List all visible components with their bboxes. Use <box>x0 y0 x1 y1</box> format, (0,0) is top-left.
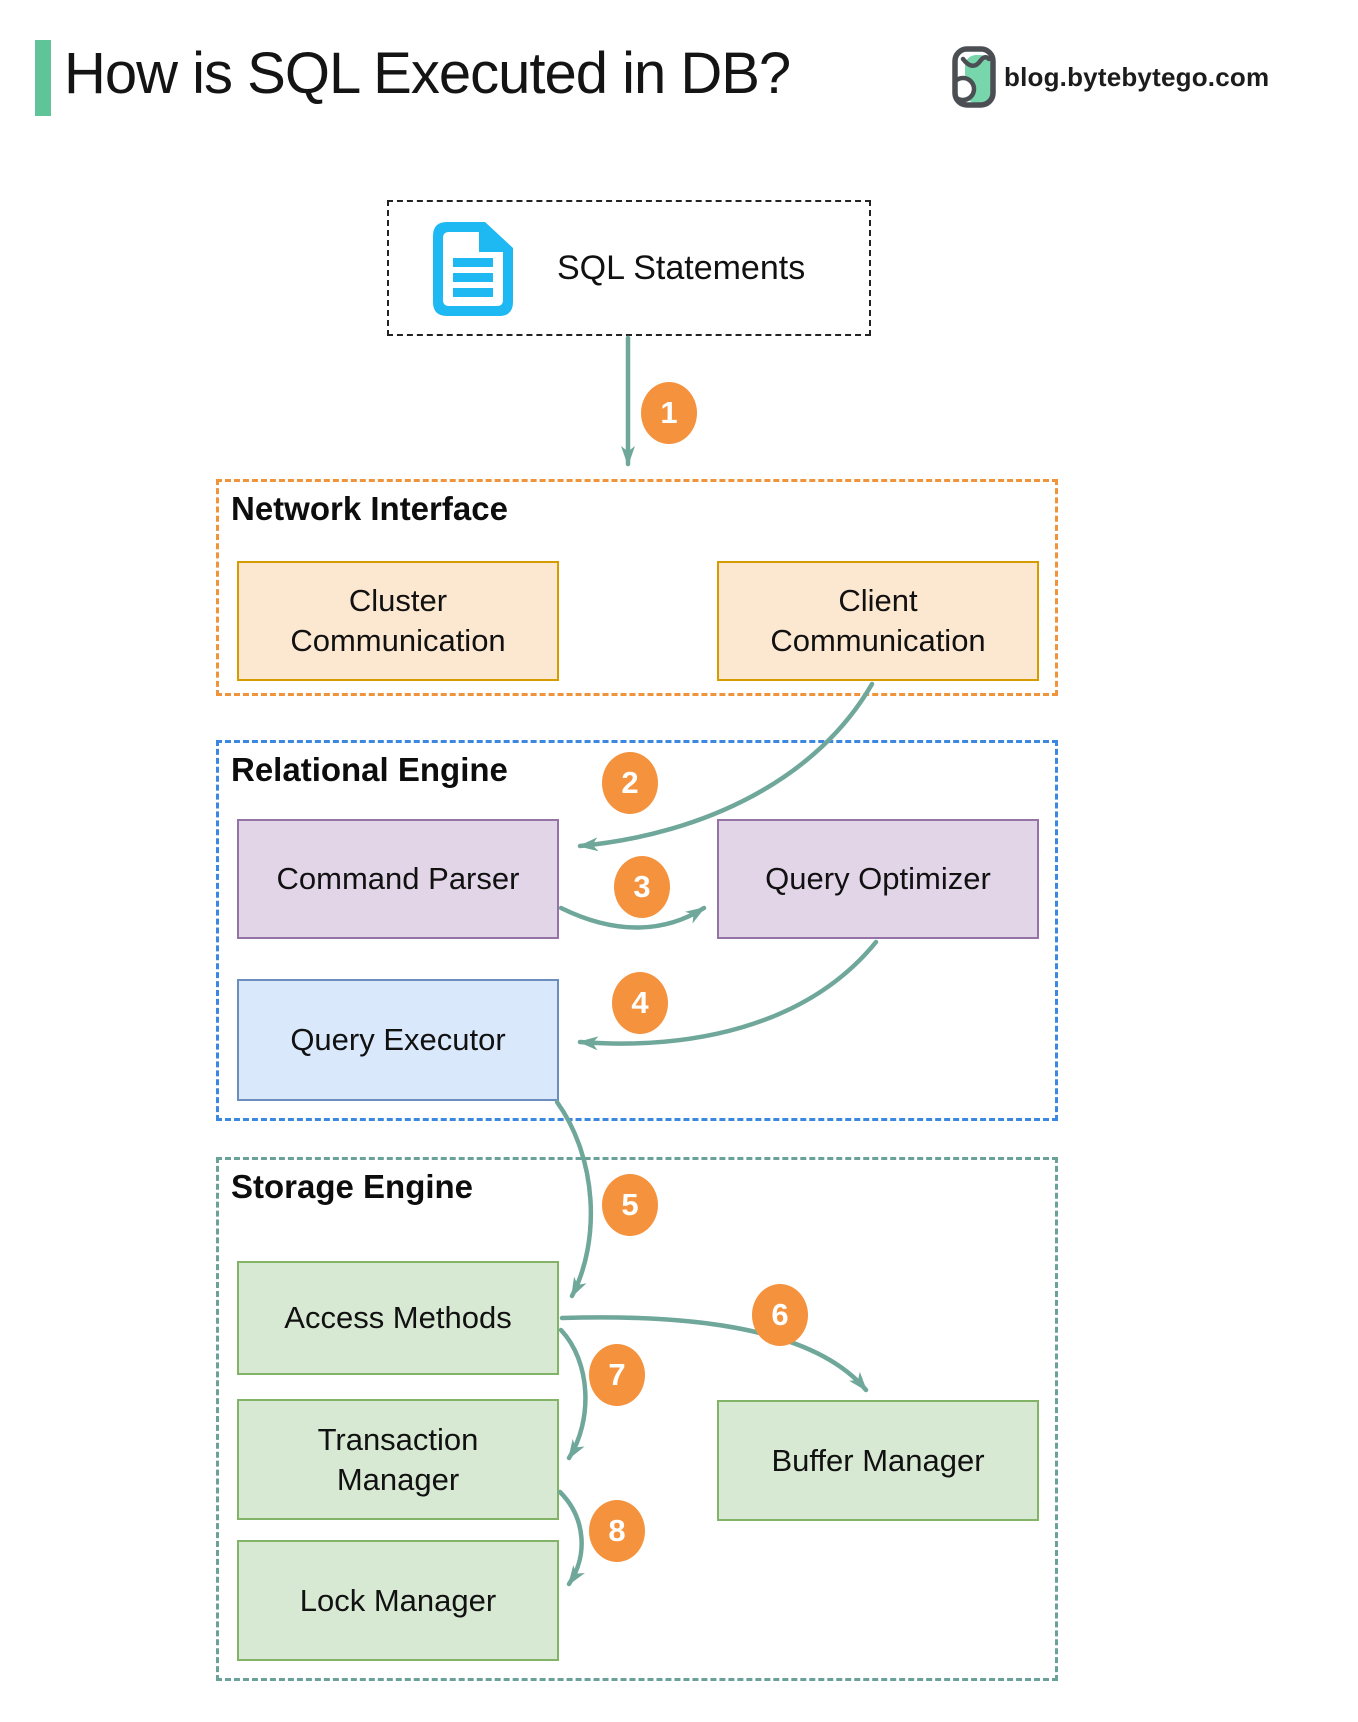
node-access-methods: Access Methods <box>237 1261 559 1375</box>
step-badge-4: 4 <box>612 972 668 1034</box>
section-label-storage-engine: Storage Engine <box>231 1168 474 1205</box>
node-cluster-communication: Cluster Communication <box>237 561 559 681</box>
step-badge-5: 5 <box>602 1174 658 1236</box>
page-title: How is SQL Executed in DB? <box>64 41 791 106</box>
section-storage-engine: Storage Engine Access Methods Transactio… <box>216 1157 1058 1681</box>
step-badge-8: 8 <box>589 1500 645 1562</box>
step-badge-7: 7 <box>589 1344 645 1406</box>
document-icon <box>425 218 521 320</box>
section-label-network-interface: Network Interface <box>231 490 508 527</box>
node-query-executor: Query Executor <box>237 979 559 1101</box>
node-query-optimizer: Query Optimizer <box>717 819 1039 939</box>
title-accent-bar <box>35 40 51 116</box>
node-command-parser: Command Parser <box>237 819 559 939</box>
section-relational-engine: Relational Engine Command Parser Query O… <box>216 740 1058 1121</box>
brand: blog.bytebytego.com <box>952 46 1269 108</box>
step-badge-1: 1 <box>641 382 697 444</box>
section-label-relational-engine: Relational Engine <box>231 751 508 788</box>
step-badge-3: 3 <box>614 856 670 918</box>
sql-statements-label: SQL Statements <box>557 248 806 287</box>
sql-statements-box: SQL Statements <box>387 200 871 336</box>
brand-url: blog.bytebytego.com <box>1004 61 1270 92</box>
step-badge-2: 2 <box>602 752 658 814</box>
bytebytego-logo-icon <box>952 46 996 108</box>
node-client-communication: Client Communication <box>717 561 1039 681</box>
step-badge-6: 6 <box>752 1284 808 1346</box>
node-buffer-manager: Buffer Manager <box>717 1400 1039 1521</box>
section-network-interface: Network Interface Cluster Communication … <box>216 479 1058 696</box>
node-lock-manager: Lock Manager <box>237 1540 559 1661</box>
node-transaction-manager: Transaction Manager <box>237 1399 559 1520</box>
